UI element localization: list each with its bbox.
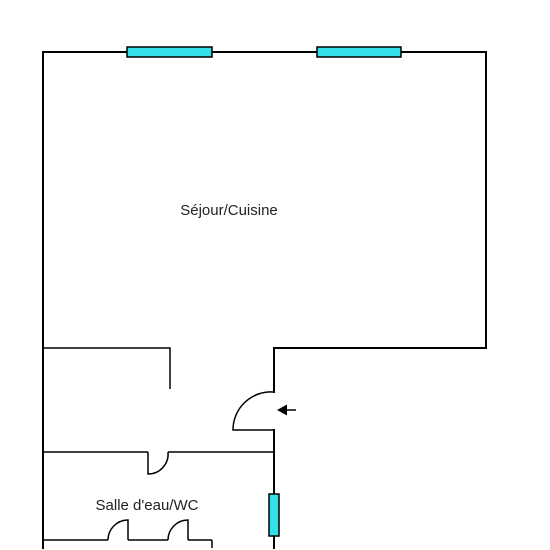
windows <box>126 46 402 537</box>
bottom-door-left-swing <box>107 519 129 541</box>
window-top-left <box>126 46 213 58</box>
doors <box>107 391 275 541</box>
room-label-shower-wc: Salle d'eau/WC <box>96 497 199 514</box>
wall-outline <box>42 51 487 549</box>
bottom-door-right-swing <box>167 519 189 541</box>
window-top-right <box>316 46 402 58</box>
shower-door-swing <box>147 451 169 475</box>
interior-walls <box>43 347 274 548</box>
window-right-lower <box>268 493 280 537</box>
closet-wall <box>43 347 171 389</box>
arrow-left-icon <box>277 404 296 416</box>
entrance-door-swing <box>232 391 275 431</box>
room-label-living-kitchen: Séjour/Cuisine <box>180 202 278 219</box>
